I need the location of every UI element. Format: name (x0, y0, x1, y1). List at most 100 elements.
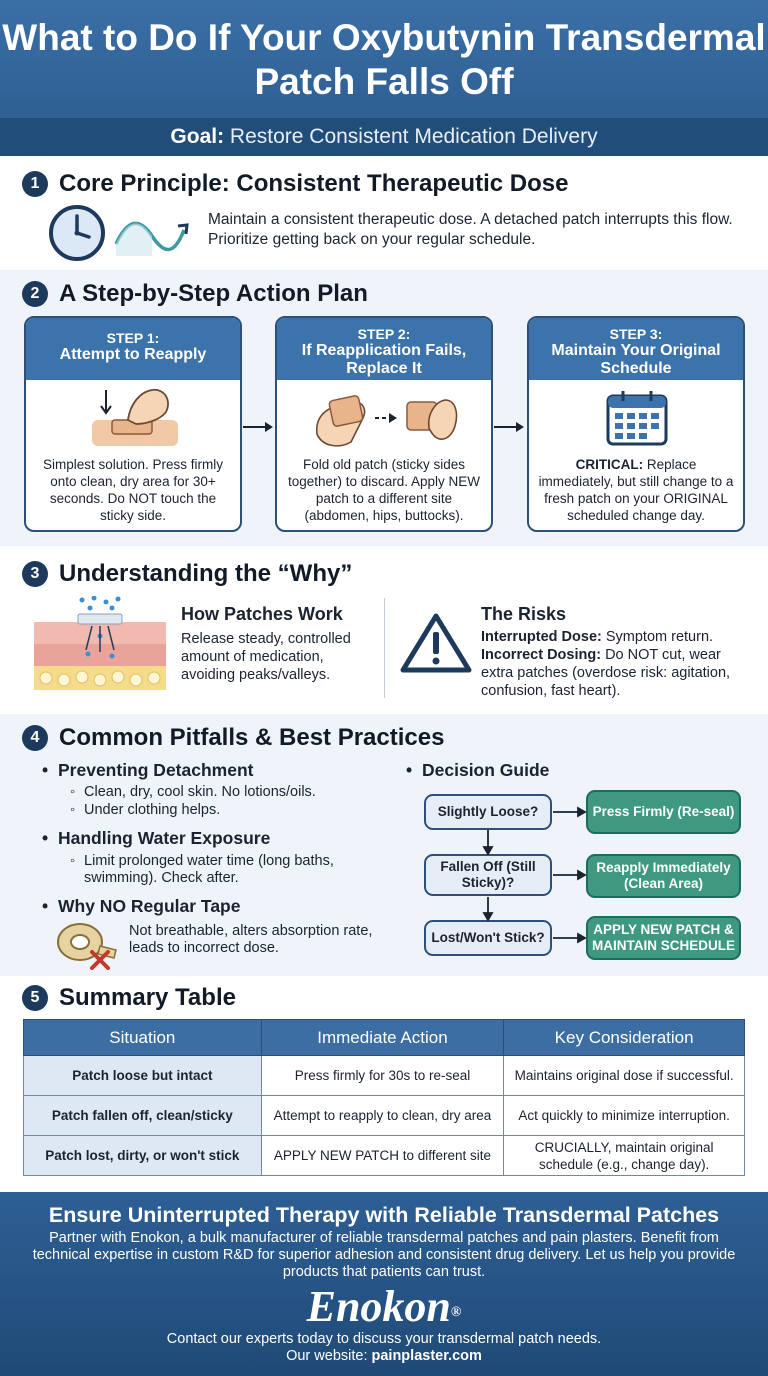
goal-label: Goal: (170, 125, 225, 148)
step-header: STEP 3: Maintain Your Original Schedule (529, 318, 743, 380)
column-header: Immediate Action (260, 1019, 505, 1056)
table-row: Patch loose but intact Press firmly for … (23, 1055, 745, 1096)
step-text: CRITICAL: Replace immediately, but still… (529, 454, 743, 524)
registered-mark: ® (450, 1305, 462, 1320)
decision-question-3: Lost/Won't Stick? (424, 920, 552, 956)
bullet-no-regular-tape: Why NO Regular Tape (42, 896, 241, 917)
table-cell: Maintains original dose if successful. (503, 1055, 745, 1096)
footer-heading: Ensure Uninterrupted Therapy with Reliab… (48, 1203, 720, 1227)
section-heading: 4 Common Pitfalls & Best Practices (22, 724, 444, 752)
divider (384, 598, 385, 698)
step-card-3: STEP 3: Maintain Your Original Schedule … (527, 316, 745, 532)
website-link[interactable]: painplaster.com (371, 1348, 482, 1364)
section-number: 3 (22, 561, 48, 587)
arrow-right-icon (243, 422, 273, 432)
step-illustration (277, 380, 491, 454)
section-understanding-why: 3 Understanding the “Why” How Patches Wo… (0, 546, 768, 714)
enokon-logo: Enokon® (0, 1283, 768, 1331)
table-cell: CRUCIALLY, maintain original schedule (e… (503, 1135, 745, 1176)
header: What to Do If Your Oxybutynin Transderma… (0, 0, 768, 118)
step-text: Fold old patch (sticky sides together) t… (287, 457, 481, 523)
sub-item: Under clothing helps. (70, 802, 384, 819)
bullet-preventing-detachment: Preventing Detachment (42, 760, 254, 781)
section-title: Common Pitfalls & Best Practices (59, 724, 445, 751)
step-title: Maintain Your Original Schedule (551, 342, 721, 377)
step-label: STEP 1: (106, 330, 160, 346)
sub-item: Not breathable, alters absorption rate, … (129, 923, 373, 956)
section-title: Core Principle: Consistent Therapeutic D… (59, 170, 569, 197)
risk-text: Symptom return. (601, 629, 714, 645)
fold-patch-icon (315, 395, 458, 447)
website-label: Our website: (286, 1348, 372, 1364)
decision-answer-2: Reapply Immediately (Clean Area) (586, 854, 741, 898)
footer-website: Our website: painplaster.com (0, 1348, 768, 1365)
section-summary-table: 5 Summary Table Situation Immediate Acti… (0, 976, 768, 1192)
section-title: A Step-by-Step Action Plan (59, 280, 368, 307)
step-header: STEP 2: If Reapplication Fails, Replace … (277, 318, 491, 380)
wave-icon (114, 221, 189, 256)
step-card-2: STEP 2: If Reapplication Fails, Replace … (275, 316, 493, 532)
table-row: Patch lost, dirty, or won't stick APPLY … (23, 1135, 745, 1176)
table-cell: Attempt to reapply to clean, dry area (260, 1095, 505, 1136)
risks-text: Interrupted Dose: Symptom return. Incorr… (481, 628, 756, 700)
risks-title: The Risks (481, 604, 567, 624)
section-number: 2 (22, 281, 48, 307)
hand-press-icon (92, 388, 178, 446)
arrow-right-icon (494, 422, 524, 432)
goal-text: Restore Consistent Medication Delivery (224, 125, 598, 148)
decision-guide-arrows (482, 806, 587, 944)
sub-item: Clean, dry, cool skin. No lotions/oils. (70, 784, 384, 801)
calendar-icon (606, 391, 668, 446)
section-number: 5 (22, 985, 48, 1011)
step-label: STEP 2: (357, 326, 411, 342)
clock-icon (49, 205, 105, 261)
step-illustration (26, 380, 240, 454)
step-illustration (529, 380, 743, 454)
table-cell: Press firmly for 30s to re-seal (260, 1055, 505, 1096)
section-pitfalls: 4 Common Pitfalls & Best Practices Preve… (0, 714, 768, 976)
section-heading: 1 Core Principle: Consistent Therapeutic… (22, 170, 568, 198)
section-core-principle: 1 Core Principle: Consistent Therapeutic… (0, 156, 768, 270)
step-header: STEP 1: Attempt to Reapply (26, 318, 240, 380)
column-header: Situation (23, 1019, 262, 1056)
section-heading: 5 Summary Table (22, 984, 236, 1012)
how-patches-work-title: How Patches Work (181, 604, 343, 624)
decision-answer-1: Press Firmly (Re-seal) (586, 790, 741, 834)
step-card-1: STEP 1: Attempt to Reapply Simplest solu… (24, 316, 242, 532)
page-title: What to Do If Your Oxybutynin Transderma… (2, 17, 766, 102)
table-cell: Patch loose but intact (23, 1055, 262, 1096)
decision-guide-title: Decision Guide (406, 760, 549, 781)
column-header: Key Consideration (503, 1019, 745, 1056)
risk-text: Do NOT cut, wear extra patches (overdose… (481, 647, 731, 699)
section-heading: 3 Understanding the “Why” (22, 560, 352, 588)
section-action-plan: 2 A Step-by-Step Action Plan STEP 1: Att… (0, 270, 768, 546)
risk-label: Interrupted Dose: (481, 629, 602, 645)
section-number: 4 (22, 725, 48, 751)
how-patches-work-text: Release steady, controlled amount of med… (181, 631, 351, 683)
step-text: Simplest solution. Press firmly onto cle… (42, 457, 224, 523)
tape-roll-icon (57, 923, 117, 970)
logo-text: Enokon (306, 1282, 451, 1331)
core-principle-text: Maintain a consistent therapeutic dose. … (208, 211, 733, 248)
table-cell: Act quickly to minimize interruption. (503, 1095, 745, 1136)
decision-question-1: Slightly Loose? (424, 794, 552, 830)
footer: Ensure Uninterrupted Therapy with Reliab… (0, 1192, 768, 1376)
section-title: Understanding the “Why” (59, 560, 353, 587)
table-cell: APPLY NEW PATCH to different site (260, 1135, 505, 1176)
table-cell: Patch lost, dirty, or won't stick (23, 1135, 262, 1176)
section-heading: 2 A Step-by-Step Action Plan (22, 280, 368, 308)
step-text-body: Replace immediately, but still change to… (538, 457, 734, 523)
step-title: If Reapplication Fails, Replace It (301, 342, 467, 377)
decision-answer-3: APPLY NEW PATCH & MAINTAIN SCHEDULE (586, 916, 741, 960)
decision-question-2: Fallen Off (Still Sticky)? (424, 854, 552, 896)
sub-item: Limit prolonged water time (long baths, … (70, 853, 374, 887)
table-cell: Patch fallen off, clean/sticky (23, 1095, 262, 1136)
critical-label: CRITICAL: (575, 457, 644, 472)
bullet-water-exposure: Handling Water Exposure (42, 828, 270, 849)
table-header-row: Situation Immediate Action Key Considera… (23, 1019, 745, 1056)
footer-contact: Contact our experts today to discuss you… (166, 1331, 602, 1347)
section-number: 1 (22, 171, 48, 197)
risk-label: Incorrect Dosing: (481, 647, 602, 663)
table-row: Patch fallen off, clean/sticky Attempt t… (23, 1095, 745, 1136)
summary-table: Situation Immediate Action Key Considera… (23, 1019, 745, 1176)
